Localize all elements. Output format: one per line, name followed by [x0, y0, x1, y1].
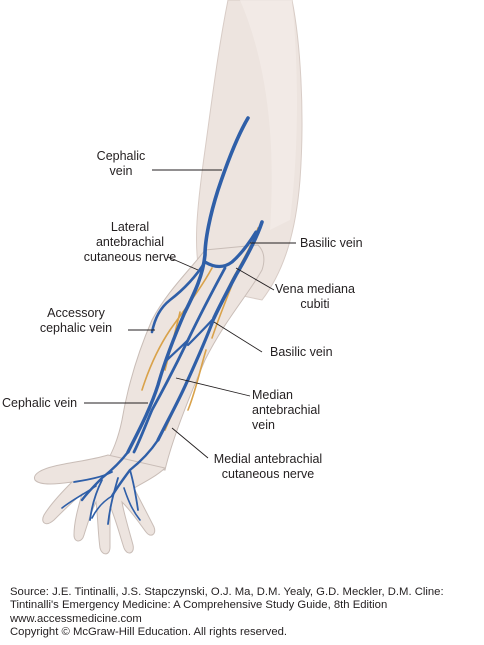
forearm-shape [107, 244, 265, 471]
label-line: Medial antebrachial [213, 452, 323, 466]
label-line: Cephalic [96, 149, 146, 163]
label-line: cubiti [300, 297, 330, 311]
source-citation: Source: J.E. Tintinalli, J.S. Stapczynsk… [10, 586, 444, 640]
label-line: Lateral [110, 220, 150, 234]
label-line: Vena mediana [275, 282, 355, 296]
leader-medial-nerve [171, 427, 209, 459]
hand-vein-branch-5 [61, 485, 97, 509]
shoulder-fade [240, 0, 297, 230]
cephalic-vein-upper-line [183, 116, 250, 314]
label-basilic-vein-lower: Basilic vein [270, 345, 333, 360]
hand-vein-branch-4 [129, 469, 139, 511]
label-line: Median [252, 388, 293, 402]
label-cephalic-vein-upper: Cephalic vein [88, 149, 154, 179]
label-line: Cephalic vein [2, 396, 78, 410]
label-line: vein [109, 164, 133, 178]
label-accessory-cephalic-vein: Accessory cephalic vein [26, 306, 126, 336]
label-line: Basilic vein [270, 345, 333, 359]
label-medial-antebrachial-nerve: Medial antebrachial cutaneous nerve [208, 452, 328, 482]
label-vena-mediana-cubiti: Vena mediana cubiti [274, 282, 356, 312]
source-line-1: Source: J.E. Tintinalli, J.S. Stapczynsk… [10, 586, 444, 598]
hand-vein-branch-2 [89, 479, 103, 521]
label-line: vein [252, 418, 275, 432]
vena-mediana-line [203, 230, 258, 269]
hand-shape [33, 454, 166, 555]
vein-network [61, 116, 264, 525]
basilic-vein-lower-line [156, 316, 216, 442]
label-cephalic-vein-lower: Cephalic vein [2, 396, 77, 411]
accessory-cephalic-line [150, 260, 207, 334]
cephalic-vein-forearm-line [126, 310, 187, 454]
leader-median [175, 377, 251, 397]
hand-vein-branch-1 [73, 471, 113, 483]
label-basilic-vein-upper: Basilic vein [300, 236, 363, 251]
median-antebrachial-line [132, 266, 227, 454]
label-median-antebrachial-vein: Median antebrachial vein [252, 388, 320, 433]
source-copyright: Copyright © McGraw-Hill Education. All r… [10, 626, 288, 639]
label-line: cephalic vein [39, 321, 113, 335]
label-line: Accessory [47, 306, 105, 320]
leader-basilic-lower [213, 321, 263, 353]
medial-nerve-branch-2 [187, 349, 207, 411]
source-url: www.accessmedicine.com [10, 612, 142, 625]
hand-vein-arch [80, 450, 130, 502]
hand-vein-branch-6 [91, 495, 113, 519]
label-line: antebrachial [95, 235, 165, 249]
leader-vena-mediana [235, 267, 275, 291]
forearm-connector-1 [163, 338, 190, 364]
label-lateral-antebrachial-nerve: Lateral antebrachial cutaneous nerve [82, 220, 178, 265]
leader-lateral-nerve [167, 256, 199, 271]
forearm-connector-2 [186, 316, 216, 347]
hand-vein-branch-7 [123, 487, 141, 521]
basilic-vein-upper-line [212, 220, 264, 320]
source-line-2: Tintinalli's Emergency Medicine: A Compr… [10, 599, 388, 612]
label-line: antebrachial [252, 403, 321, 417]
label-line: cutaneous nerve [83, 250, 177, 264]
hand-vein-branch-3 [107, 477, 119, 525]
label-line: Basilic vein [300, 236, 363, 250]
label-line: cutaneous nerve [221, 467, 315, 481]
lateral-nerve-line [141, 267, 213, 391]
leader-lines [84, 169, 296, 459]
